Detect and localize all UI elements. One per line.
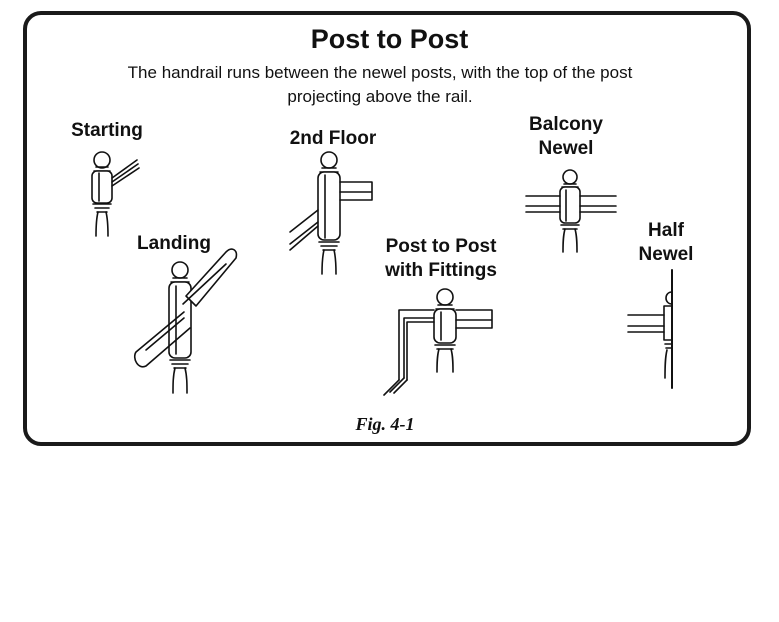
label-second-floor: 2nd Floor [289, 128, 377, 149]
diagram-title: Post to Post [310, 24, 469, 54]
balcony-newel-illustration [525, 169, 617, 253]
label-landing: Landing [137, 233, 211, 254]
diagram-subtitle: The handrail runs between the newel post… [127, 63, 633, 106]
label-balcony-newel: Balcony Newel [529, 114, 603, 159]
starting-newel-illustration [91, 151, 140, 237]
label-post-to-post-fittings: Post to Post with Fittings [385, 236, 497, 281]
post-to-post-fittings-illustration [383, 288, 493, 396]
landing-newel-illustration [133, 248, 238, 394]
figure-caption: Fig. 4-1 [355, 414, 415, 434]
half-newel-illustration [627, 269, 673, 389]
second-floor-newel-illustration [289, 151, 373, 275]
diagram-frame [23, 11, 751, 446]
label-half-newel: Half Newel [638, 220, 694, 265]
label-starting: Starting [71, 120, 143, 141]
